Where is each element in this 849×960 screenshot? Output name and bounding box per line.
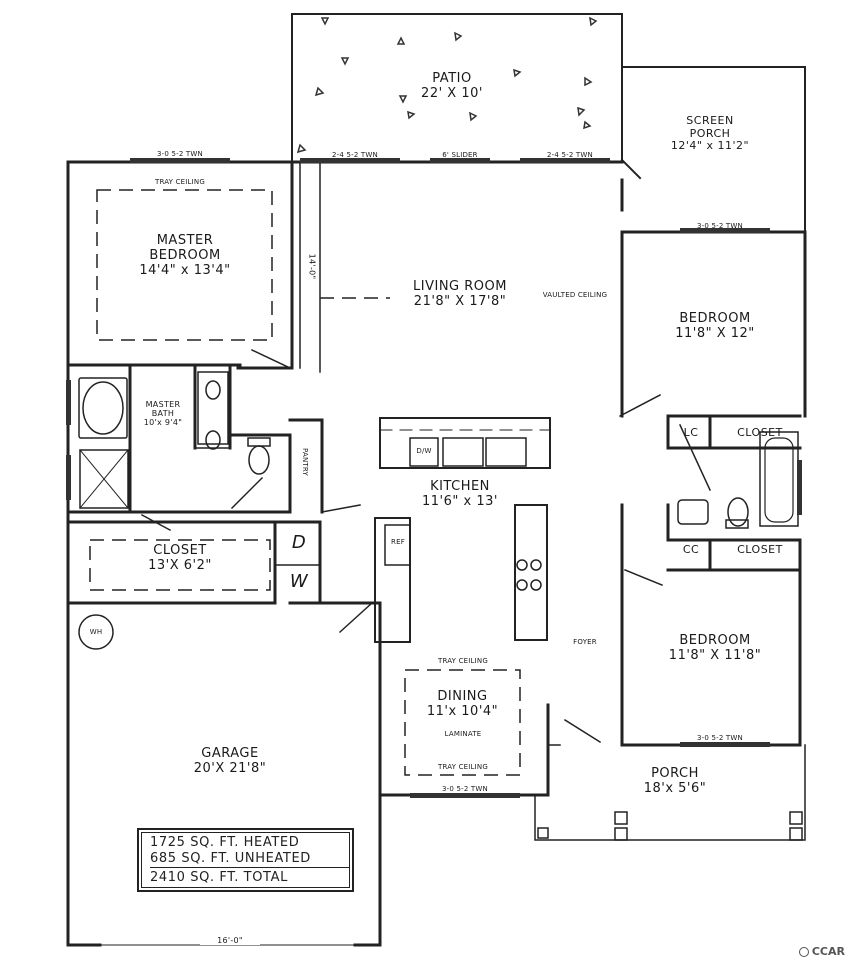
cc-label: CC [682,543,700,556]
shower [79,449,129,509]
range-counter [514,504,548,641]
dining-tray-ceiling-top: TRAY CEILING [437,657,488,665]
foyer-label: FOYER [573,638,597,646]
garage-label: GARAGE 20'X 21'8" [193,746,267,776]
bathtub [78,377,128,439]
water-heater-label: WH [89,628,103,636]
dining-label: DINING 11'x 10'4" [426,689,499,719]
vaulted-ceiling-label: VAULTED CEILING [542,291,608,299]
screen-porch-outline [621,66,806,233]
closet-dashed [89,539,271,591]
closet-lower-label: CLOSET [737,543,783,556]
ref-label: REF [391,538,405,546]
square-footage-box: 1725 SQ. FT. HEATED 685 SQ. FT. UNHEATED… [137,828,354,892]
pantry-label: PANTRY [301,448,310,477]
kitchen-label: KITCHEN 11'6" x 13' [422,479,498,509]
dishwasher-label: D/W [416,447,432,455]
master-bedroom-label: MASTER BEDROOM 14'4" x 13'4" [139,233,231,278]
bedroom-lower-label: BEDROOM 11'8" X 11'8" [668,633,762,663]
kitchen-island [379,417,551,469]
window-label-bedroom-lower: 3-0 5-2 TWN [697,734,743,742]
sqft-unheated: 685 SQ. FT. UNHEATED [150,850,311,866]
master-tray-ceiling-label: TRAY CEILING [154,178,205,186]
window-label-master-top: 3-0 5-2 TWN [157,150,203,158]
window-label-slider: 6' SLIDER [442,151,478,159]
copyright-icon [798,947,809,957]
master-closet-label: CLOSET 13'X 6'2" [148,543,212,573]
screen-porch-label: SCREEN PORCH 12'4" x 11'2" [670,114,750,153]
garage-door-width-label: 16'-0" [200,936,260,946]
patio-label: PATIO 22' X 10' [421,71,483,101]
dining-tray-ceiling [404,669,521,776]
sqft-heated: 1725 SQ. FT. HEATED [150,835,300,851]
window-label-dining: 3-0 5-2 TWN [442,785,488,793]
living-room-vertical-dim: 14'-0" [307,253,317,280]
window-label-living-left: 2-4 5-2 TWN [332,151,378,159]
ccar-watermark: CCAR [798,945,845,958]
lc-label: LC [683,426,699,439]
porch-label: PORCH 18'x 5'6" [643,766,707,796]
dining-laminate-label: LAMINATE [444,730,482,738]
bedroom-upper-label: BEDROOM 11'8" X 12" [675,311,755,341]
window-label-living-right: 2-4 5-2 TWN [547,151,593,159]
living-room-label: LIVING ROOM 21'8" X 17'8" [390,279,530,310]
vanity [197,371,229,445]
dryer-label: D [291,532,307,553]
washer-label: W [289,571,309,592]
patio-outline [291,13,623,161]
sqft-total: 2410 SQ. FT. TOTAL [150,866,349,885]
window-label-bedroom-upper: 3-0 5-2 TWN [697,222,743,230]
closet-upper-label: CLOSET [737,426,783,439]
master-tray-ceiling [96,189,273,341]
dining-tray-ceiling-bottom: TRAY CEILING [437,763,488,771]
ccar-text: CCAR [811,945,845,958]
master-bath-label: MASTER BATH 10'x 9'4" [143,400,183,428]
